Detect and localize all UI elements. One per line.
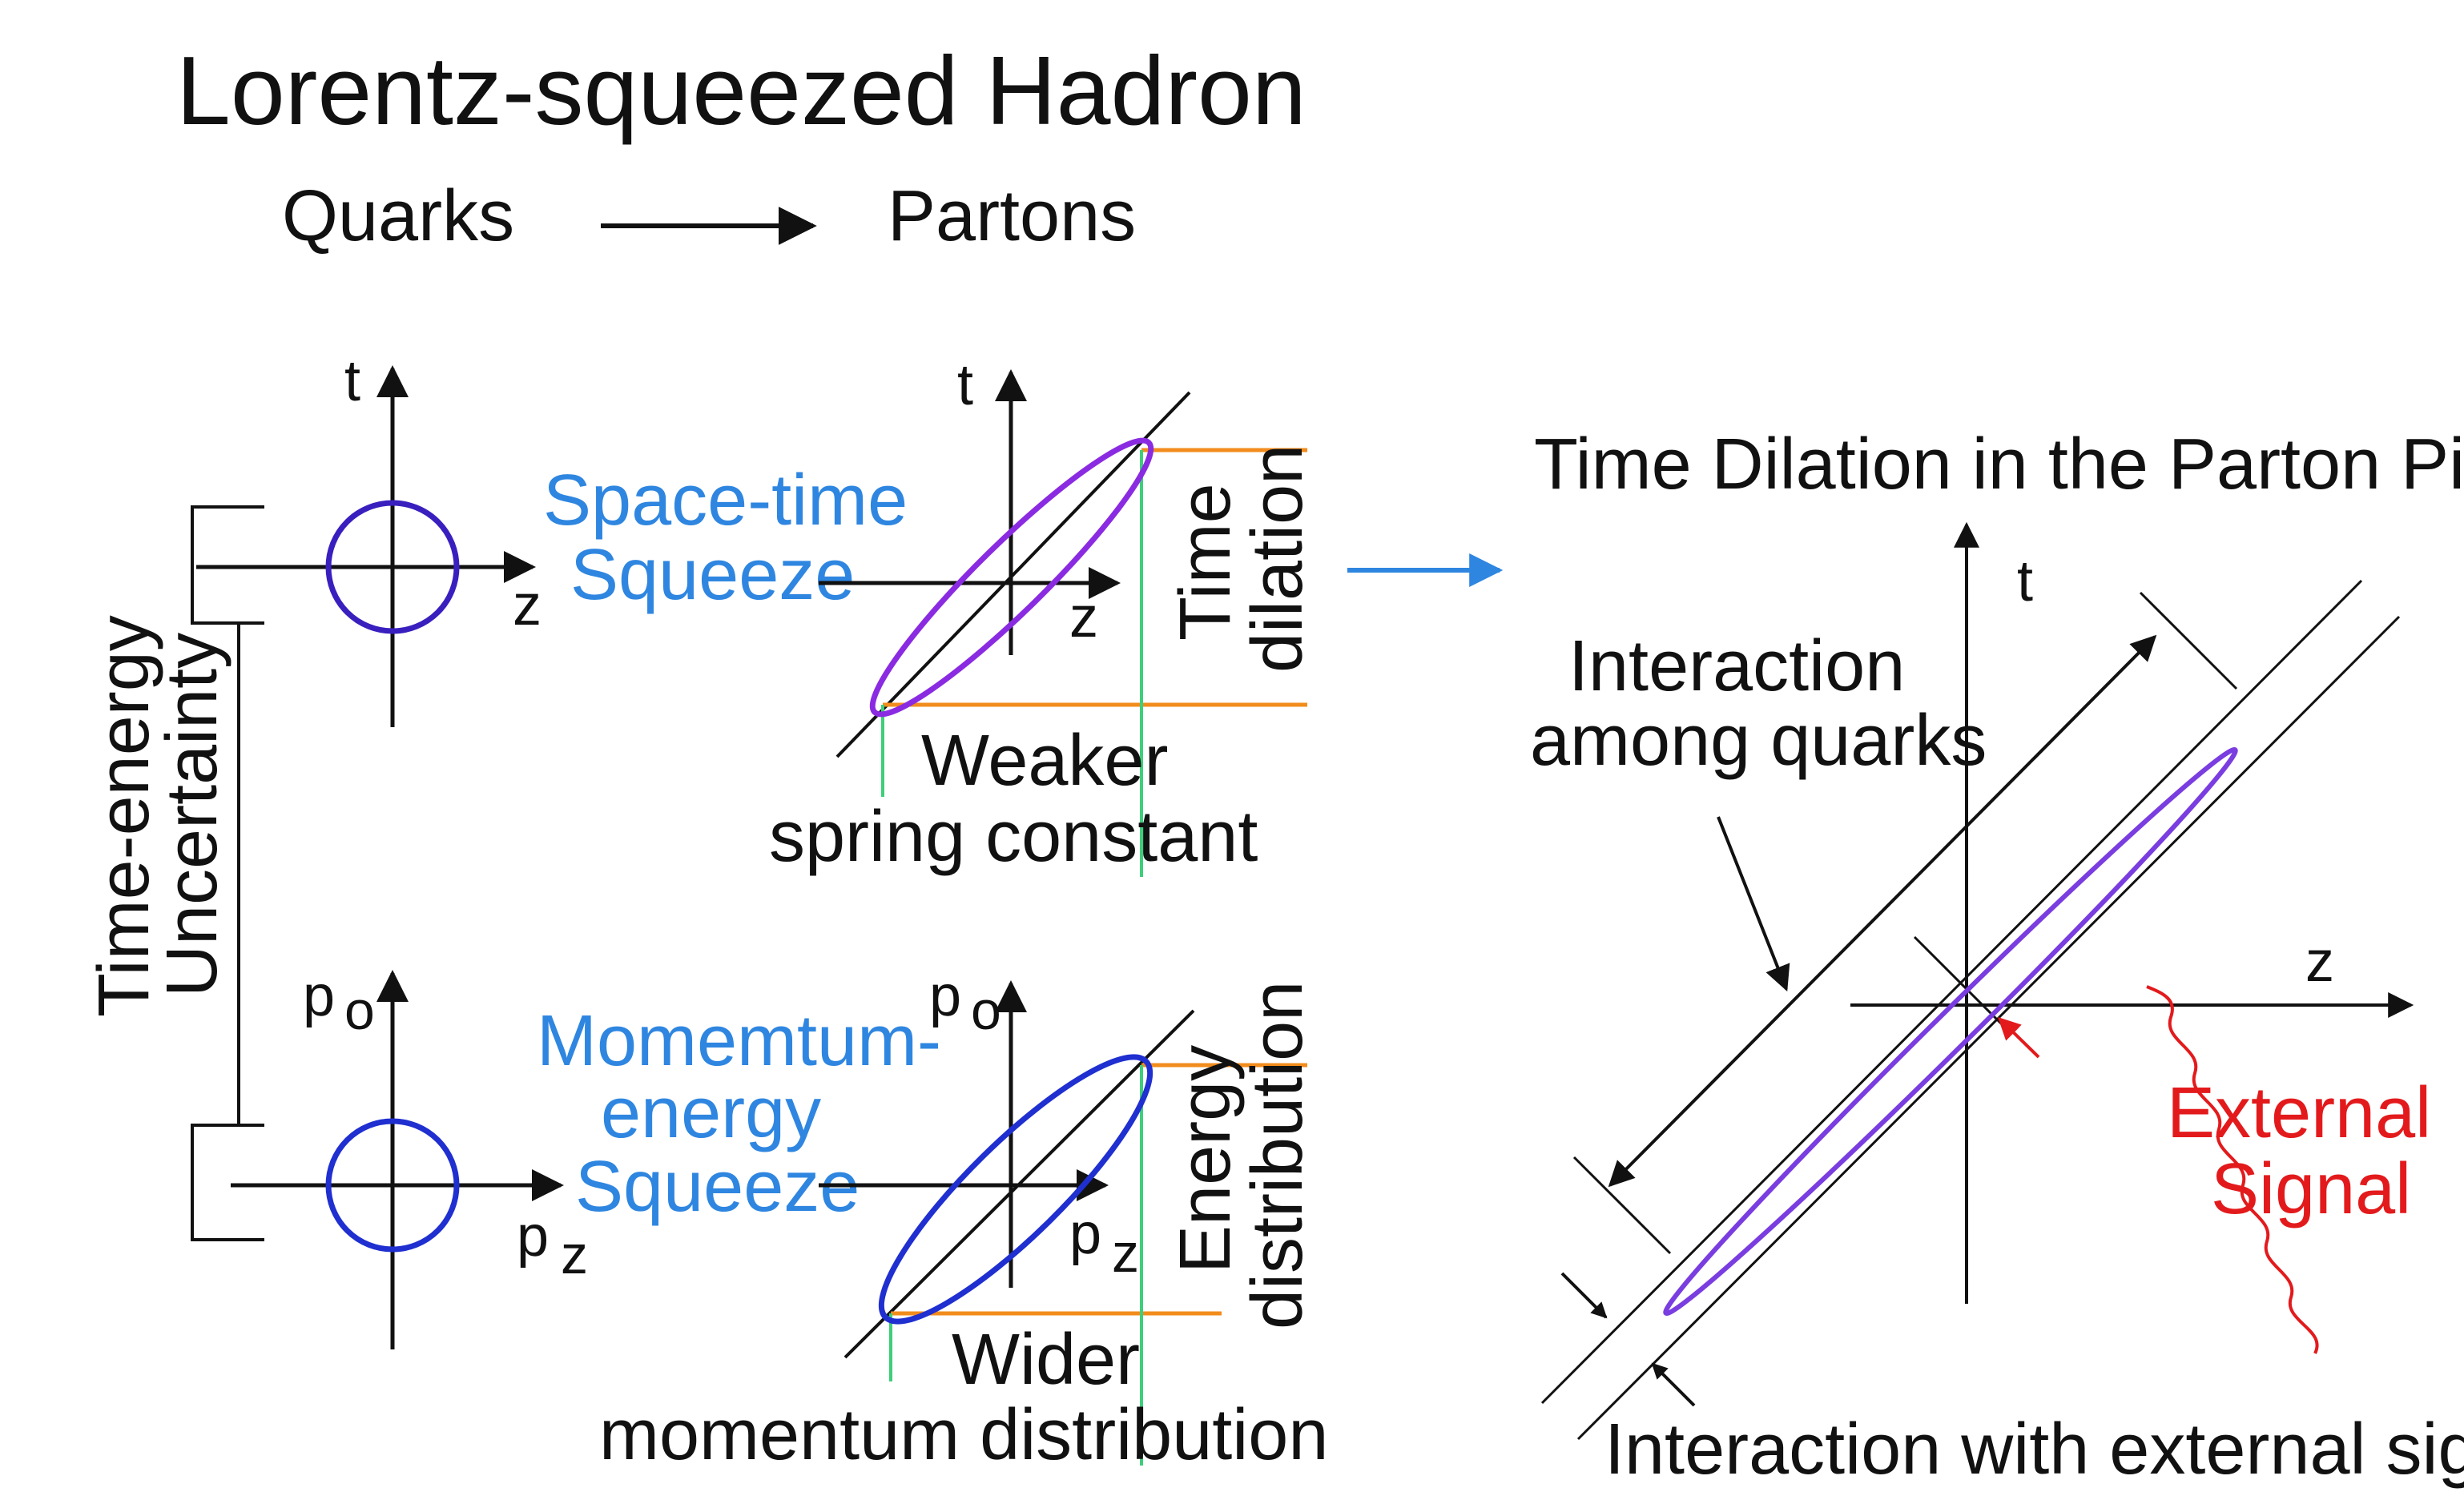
squeezed-spacetime-green-lines bbox=[881, 450, 1143, 877]
diagram-title: Lorentz-squeezed Hadron bbox=[176, 36, 1306, 145]
momentum-pz-label: p bbox=[517, 1204, 549, 1269]
external-signal-wave bbox=[2146, 985, 2319, 1354]
spring-constant-label: spring constant bbox=[769, 797, 1258, 877]
squeezed-spacetime-orange-lines bbox=[883, 448, 1307, 707]
momentum-squeeze-label-line2: energy bbox=[601, 1073, 821, 1153]
squeezed-spacetime-axes bbox=[819, 369, 1191, 758]
interaction-among-quarks-line2: among quarks bbox=[1530, 701, 1987, 781]
squeezed-spacetime-ellipse bbox=[869, 437, 1154, 718]
squeezed-momentum-ellipse bbox=[878, 1054, 1153, 1325]
uncertainty-bracket bbox=[191, 505, 264, 1241]
weaker-label: Weaker bbox=[921, 721, 1168, 801]
momentum-p0-sub: o bbox=[344, 980, 375, 1041]
gap-arrow-right bbox=[1651, 1362, 1696, 1407]
quark-interaction-span bbox=[1572, 591, 2238, 1255]
squeezed-momentum-pz-label: p bbox=[1069, 1202, 1101, 1266]
quarks-label: Quarks bbox=[282, 176, 514, 256]
momentum-squeeze-label-line1: Momemtum- bbox=[537, 1001, 941, 1081]
momentum-circle bbox=[325, 1118, 460, 1253]
squeezed-momentum-orange-lines bbox=[891, 1063, 1307, 1316]
spacetime-squeeze-label-line2: Squeeze bbox=[570, 535, 855, 615]
squeezed-spacetime-z-label: z bbox=[1069, 585, 1098, 649]
spacetime-squeeze-label-line1: Space-time bbox=[543, 460, 908, 541]
uncertainty-label-line2: Uncertainty bbox=[152, 633, 232, 997]
partons-label: Partons bbox=[888, 176, 1136, 256]
squeezed-momentum-green-lines bbox=[889, 1065, 1143, 1466]
squeezed-momentum-p0-sub: o bbox=[971, 980, 1001, 1041]
gap-arrow-left bbox=[1560, 1272, 1608, 1319]
time-dilation-label-line1: Time bbox=[1166, 483, 1246, 641]
squeezed-momentum-pz-sub: z bbox=[1112, 1223, 1139, 1284]
external-signal-label-line1: External bbox=[2167, 1073, 2431, 1153]
spacetime-axes bbox=[196, 365, 536, 727]
parton-z-label: z bbox=[2305, 930, 2334, 994]
momentum-pz-sub: z bbox=[561, 1224, 588, 1285]
spacetime-z-label: z bbox=[513, 573, 542, 637]
interaction-among-quarks-line1: Interaction bbox=[1568, 626, 1905, 706]
interaction-with-external-signal-label: Interaction with external signal bbox=[1604, 1409, 2464, 1490]
quark-interaction-pointer bbox=[1717, 816, 1790, 991]
energy-distribution-label-line2: distribution bbox=[1238, 981, 1318, 1329]
squeezed-momentum-p0-label: p bbox=[929, 964, 961, 1028]
external-signal-arrowhead bbox=[1997, 1017, 2040, 1059]
time-dilation-label-line2: dilation bbox=[1238, 444, 1318, 673]
parton-ellipse bbox=[1663, 746, 2238, 1317]
spacetime-t-label: t bbox=[344, 349, 360, 413]
parton-t-label: t bbox=[2017, 549, 2033, 613]
squeezed-momentum-axes bbox=[819, 980, 1195, 1359]
parton-picture-title: Time Dilation in the Parton Picture bbox=[1534, 424, 2464, 505]
wider-label: Wider bbox=[952, 1320, 1140, 1400]
uncertainty-label-line1: Time-energy bbox=[84, 615, 164, 1017]
momentum-axes bbox=[231, 970, 564, 1349]
energy-distribution-label-line1: Energy bbox=[1166, 1045, 1246, 1273]
external-signal-label-line2: Signal bbox=[2211, 1149, 2411, 1229]
squeezed-spacetime-t-label: t bbox=[957, 353, 973, 417]
momentum-p0-label: p bbox=[303, 964, 335, 1028]
momentum-squeeze-label-line3: Squeeze bbox=[575, 1147, 860, 1227]
momentum-distribution-label: momentum distribution bbox=[599, 1395, 1328, 1475]
spacetime-circle bbox=[325, 500, 460, 634]
